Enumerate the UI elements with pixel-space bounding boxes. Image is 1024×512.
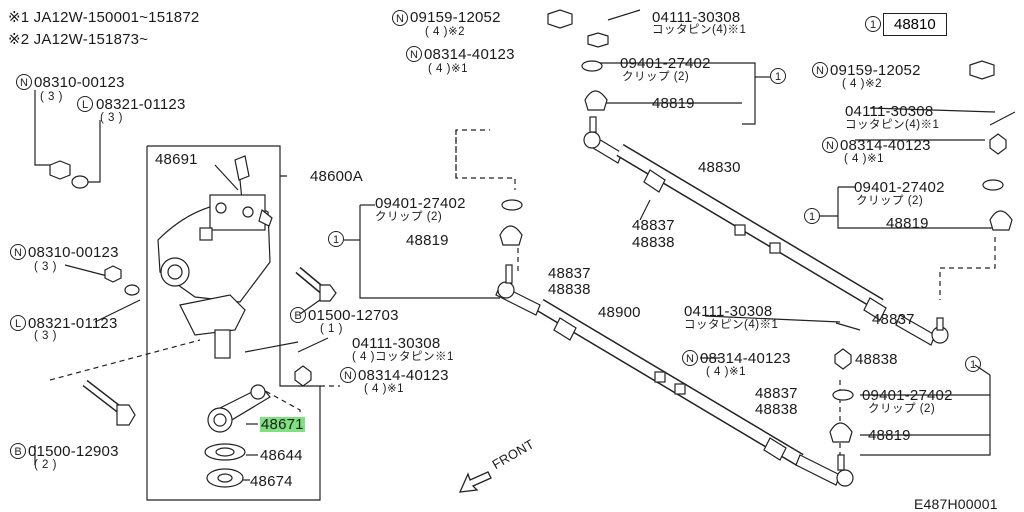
qty-08314-top: ( 4 )※1	[428, 63, 468, 75]
qty-09159-right: ( 4 )※2	[842, 78, 882, 90]
gearbox-frame	[146, 145, 321, 501]
qty-08310-left: ( 3 )	[34, 261, 57, 273]
n-marker: N	[822, 137, 838, 153]
b-marker: B	[290, 307, 306, 323]
tie-rod-upper	[583, 116, 949, 346]
bolts-nuts	[49, 160, 337, 426]
part-48819-bot[interactable]: 48819	[868, 427, 911, 444]
part-09401-mid[interactable]: 09401-27402	[375, 195, 466, 212]
qty-08314-right: ( 4 )※1	[844, 153, 884, 165]
l-marker: L	[77, 96, 93, 112]
bracket-bottom	[860, 375, 991, 456]
front-arrow-icon	[458, 471, 492, 493]
bracket-right	[837, 187, 995, 229]
qty-09159-top: ( 4 )※2	[425, 26, 465, 38]
part-48691[interactable]: 48691	[155, 151, 198, 168]
ref-1-marker: 1	[804, 208, 820, 224]
part-09159-right[interactable]: 09159-12052	[830, 62, 921, 79]
bracket-mid	[359, 205, 500, 299]
part-08321-top[interactable]: 08321-01123	[96, 96, 186, 113]
part-48600A[interactable]: 48600A	[310, 168, 363, 185]
qty-08321-left: ( 3 )	[34, 330, 57, 342]
qty-04111-right: コッタピン(4)※1	[845, 119, 940, 131]
n-marker: N	[10, 244, 26, 260]
n-marker: N	[392, 10, 408, 26]
part-48819-top[interactable]: 48819	[652, 95, 695, 112]
part-48838-c[interactable]: 48838	[548, 281, 591, 298]
n-marker: N	[812, 62, 828, 78]
part-08314-mid[interactable]: 08314-40123	[700, 350, 791, 367]
part-48819-right[interactable]: 48819	[886, 215, 929, 232]
part-09401-bot[interactable]: 09401-27402	[862, 387, 953, 404]
ref-1-marker: 1	[965, 356, 981, 372]
n-marker: N	[406, 46, 422, 62]
part-48830[interactable]: 48830	[698, 159, 741, 176]
part-48838-d[interactable]: 48838	[755, 401, 798, 418]
qty-04111-mid: コッタピン(4)※1	[684, 319, 779, 331]
part-48810[interactable]: 48810	[883, 13, 947, 36]
qty-09401-mid: クリップ (2)	[375, 211, 443, 223]
part-48644[interactable]: 48644	[260, 447, 303, 464]
part-48837-a[interactable]: 48837	[632, 217, 675, 234]
part-48674[interactable]: 48674	[250, 473, 293, 490]
part-08310-top[interactable]: 08310-00123	[34, 74, 125, 91]
note-2: ※2 JA12W-151873~	[8, 31, 149, 48]
ref-1-marker: 1	[865, 16, 881, 32]
dash-leader	[939, 237, 996, 300]
part-08314-c[interactable]: 08314-40123	[358, 367, 449, 384]
part-09401-top[interactable]: 09401-27402	[620, 55, 711, 72]
part-01500-12703[interactable]: 01500-12703	[308, 307, 399, 324]
ref-1-marker: 1	[770, 68, 786, 84]
dash-leader	[257, 386, 301, 415]
qty-04111-c: ( 4 )コッタピン※1	[352, 351, 454, 363]
qty-09401-bot: クリップ (2)	[868, 403, 936, 415]
diagram-code: E487H00001	[914, 496, 998, 512]
part-09401-right[interactable]: 09401-27402	[854, 179, 945, 196]
qty-09401-right: クリップ (2)	[856, 195, 924, 207]
part-08314-right[interactable]: 08314-40123	[840, 137, 931, 154]
part-08310-left[interactable]: 08310-00123	[28, 244, 119, 261]
qty-08314-mid: ( 4 )※1	[706, 366, 746, 378]
part-04111-mid[interactable]: 04111-30308	[684, 303, 773, 320]
pitman-arm	[204, 384, 271, 488]
b-marker: B	[10, 443, 26, 459]
part-48837-c[interactable]: 48837	[548, 265, 591, 282]
part-48838-b[interactable]: 48838	[855, 351, 898, 368]
dash-leader	[455, 130, 516, 190]
qty-01500-12703: ( 1 )	[320, 323, 343, 335]
part-48900[interactable]: 48900	[598, 304, 641, 321]
part-01500-12903[interactable]: 01500-12903	[28, 443, 119, 460]
qty-09401-top: クリップ (2)	[622, 71, 690, 83]
note-1: ※1 JA12W-150001~151872	[8, 9, 200, 26]
n-marker: N	[340, 367, 356, 383]
part-04111-c[interactable]: 04111-30308	[352, 335, 441, 352]
bracket-top	[742, 62, 756, 125]
dash-leader	[455, 129, 490, 178]
qty-01500-12903: ( 2 )	[34, 459, 57, 471]
qty-08314-c: ( 4 )※1	[364, 383, 404, 395]
qty-08321-top: ( 3 )	[100, 112, 123, 124]
dash-leader	[49, 339, 201, 381]
part-04111-right[interactable]: 04111-30308	[845, 103, 934, 120]
part-48671[interactable]: 48671	[260, 416, 305, 433]
tie-rod-lower	[495, 264, 854, 487]
part-08314-top[interactable]: 08314-40123	[424, 46, 515, 63]
part-08321-left[interactable]: 08321-01123	[28, 315, 118, 332]
part-48837-d[interactable]: 48837	[755, 385, 798, 402]
part-48838-a[interactable]: 48838	[632, 234, 675, 251]
qty-08310-top: ( 3 )	[40, 91, 63, 103]
qty-04111-top: コッタピン(4)※1	[652, 24, 747, 36]
part-48819-mid[interactable]: 48819	[406, 232, 449, 249]
ball-joint-boots	[294, 9, 1016, 443]
part-09159-top[interactable]: 09159-12052	[410, 9, 501, 26]
l-marker: L	[10, 315, 26, 331]
ref-1-marker: 1	[328, 231, 344, 247]
part-04111-top[interactable]: 04111-30308	[652, 9, 741, 26]
part-48837-b[interactable]: 48837	[872, 311, 915, 328]
n-marker: N	[16, 74, 32, 90]
steering-gearbox	[157, 155, 273, 359]
n-marker: N	[682, 350, 698, 366]
